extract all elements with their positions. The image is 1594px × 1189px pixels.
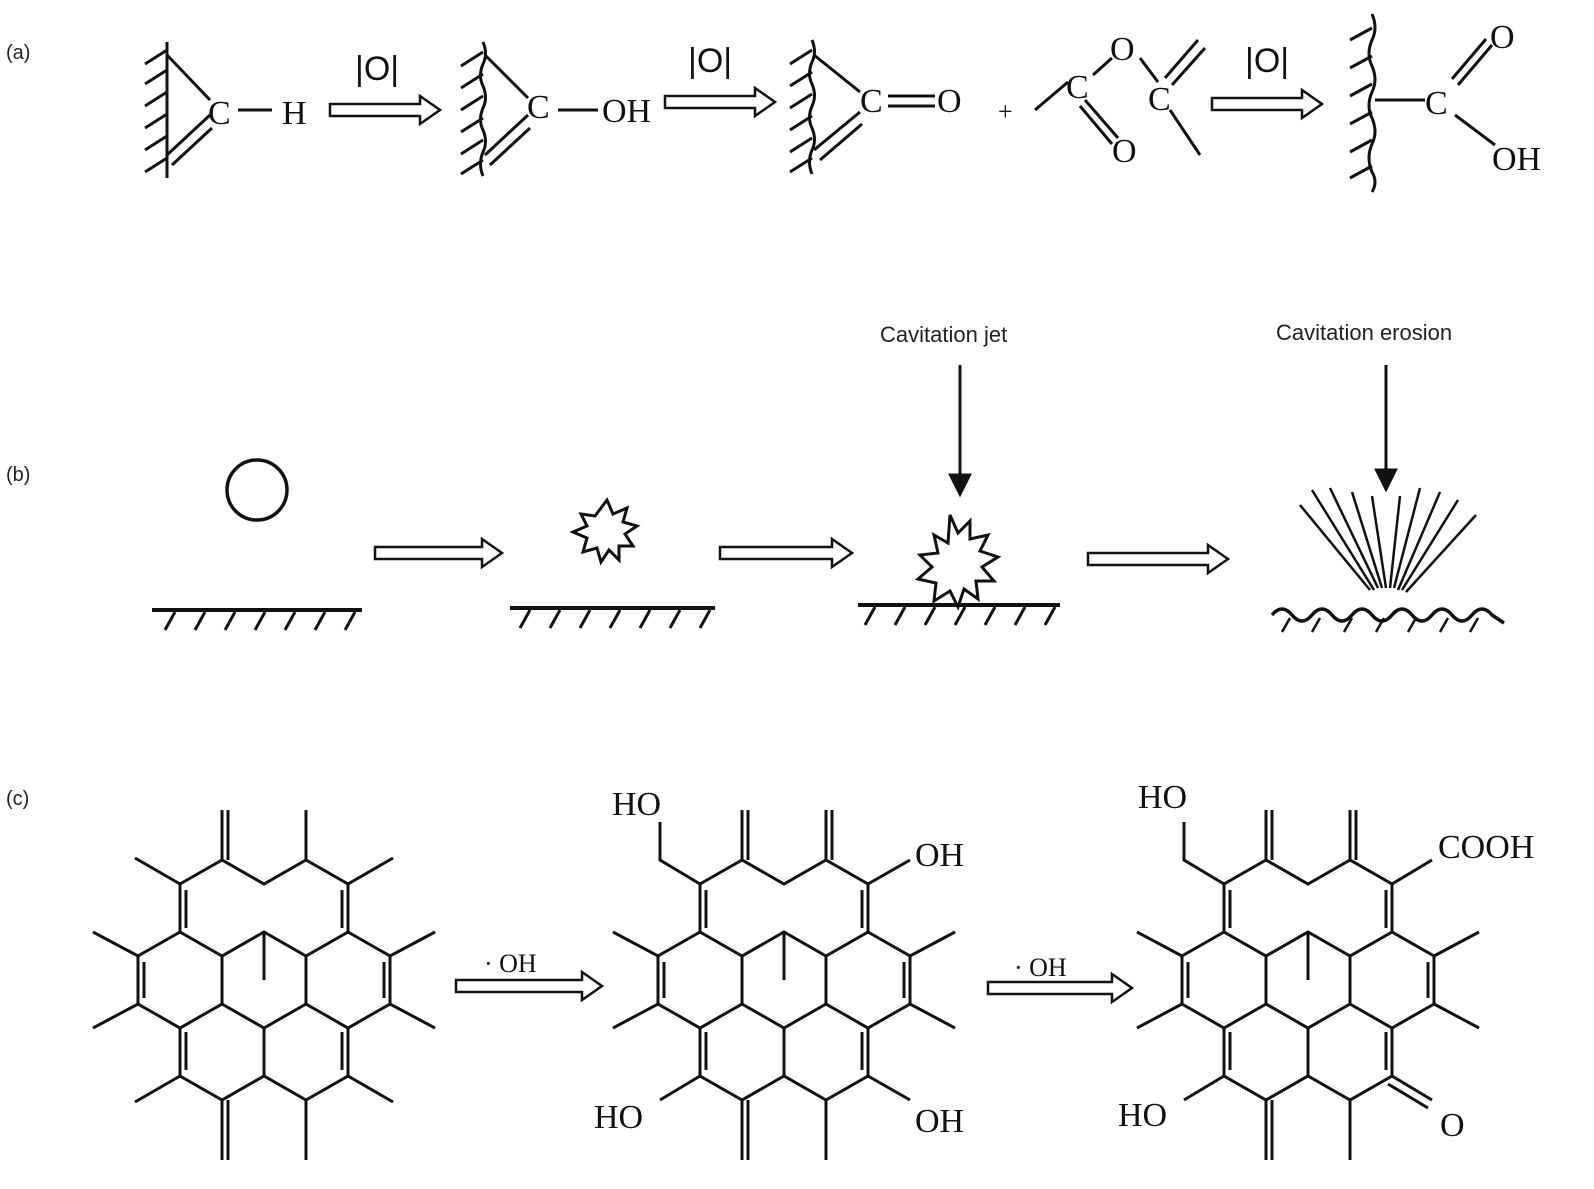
- carbon-label: C: [527, 89, 550, 126]
- carbon-label: C: [1425, 85, 1448, 122]
- oxidant-label-3: |O|: [1245, 42, 1289, 80]
- ho-group-label: HO: [1138, 779, 1187, 816]
- eroded-surface: [1270, 607, 1505, 625]
- erosion-spray: [1299, 487, 1477, 593]
- hollow-arrow-b2: [718, 536, 855, 570]
- ho-group-label: HO: [1118, 1097, 1167, 1134]
- hollow-arrow-a2: [663, 85, 778, 119]
- panel-b-scheme: [152, 365, 1505, 633]
- solid-surface-2: [510, 606, 715, 629]
- panel-a-labels: C H |O| C OH |O| C O + C O O C |O| C O O…: [208, 19, 1541, 178]
- hollow-arrow-a1: [328, 93, 443, 127]
- bubble: [225, 458, 289, 522]
- oxidant-label-2: |O|: [688, 42, 732, 80]
- graphene-sheet-pristine: [92, 810, 436, 1160]
- carbon-label: C: [860, 83, 883, 120]
- imploding-bubble: [914, 514, 1002, 611]
- hydrogen-label: H: [282, 95, 307, 132]
- oxygen-label: O: [937, 83, 962, 120]
- hollow-arrow-b1: [373, 536, 505, 570]
- carbonyl-oxygen-label: O: [1440, 1107, 1465, 1144]
- hollow-arrow-c2: [986, 971, 1135, 1005]
- oxidant-label-1: |O|: [355, 50, 399, 88]
- cavitation-jet-caption: Cavitation jet: [880, 322, 1008, 347]
- panel-c-labels: · OH · OH HO OH HO OH HO COOH HO O: [484, 779, 1534, 1144]
- hydroxyl-label: OH: [602, 93, 651, 130]
- carbon-label: C: [1066, 69, 1089, 106]
- hydroxyl-radical-label-1: · OH: [484, 949, 537, 978]
- hollow-arrow-a3: [1210, 87, 1325, 121]
- solid-surface-3: [858, 603, 1060, 626]
- eroded-surface-hatch: [1280, 617, 1480, 633]
- hydroxyl-label: OH: [1492, 141, 1541, 178]
- surface-coh-structure: [460, 41, 598, 177]
- plus-sign: +: [998, 97, 1013, 126]
- cavitation-erosion-caption: Cavitation erosion: [1276, 320, 1453, 345]
- collapsing-bubble: [569, 497, 641, 566]
- oxygen-label: O: [1490, 19, 1515, 56]
- panel-label-c: (c): [6, 788, 30, 810]
- oh-group-label: OH: [915, 1103, 964, 1140]
- hydroxyl-radical-label-2: · OH: [1014, 953, 1067, 982]
- panel-a-scheme: [144, 13, 1496, 193]
- oxygen-label: O: [1110, 31, 1135, 68]
- carbon-label: C: [1148, 81, 1171, 118]
- surface-co-structure: [789, 39, 935, 175]
- ho-group-label: HO: [612, 786, 661, 823]
- graphene-sheet-hydroxylated: [612, 810, 956, 1160]
- cooh-group-label: COOH: [1438, 829, 1534, 866]
- panel-label-a: (a): [6, 42, 31, 64]
- carbon-label: C: [208, 95, 231, 132]
- ho-group-label: HO: [594, 1099, 643, 1136]
- graphene-sheet-oxidized: [1136, 810, 1480, 1160]
- hollow-arrow-c1: [454, 969, 605, 1003]
- anhydride-structure: [1034, 39, 1207, 156]
- solid-surface-1: [152, 608, 362, 631]
- oxygen-label: O: [1112, 133, 1137, 170]
- hollow-arrow-b3: [1086, 542, 1231, 576]
- surface-cooh-structure: [1349, 13, 1496, 193]
- panel-label-b: (b): [6, 464, 31, 486]
- surface-ch-structure: [144, 42, 272, 178]
- oh-group-label: OH: [915, 837, 964, 874]
